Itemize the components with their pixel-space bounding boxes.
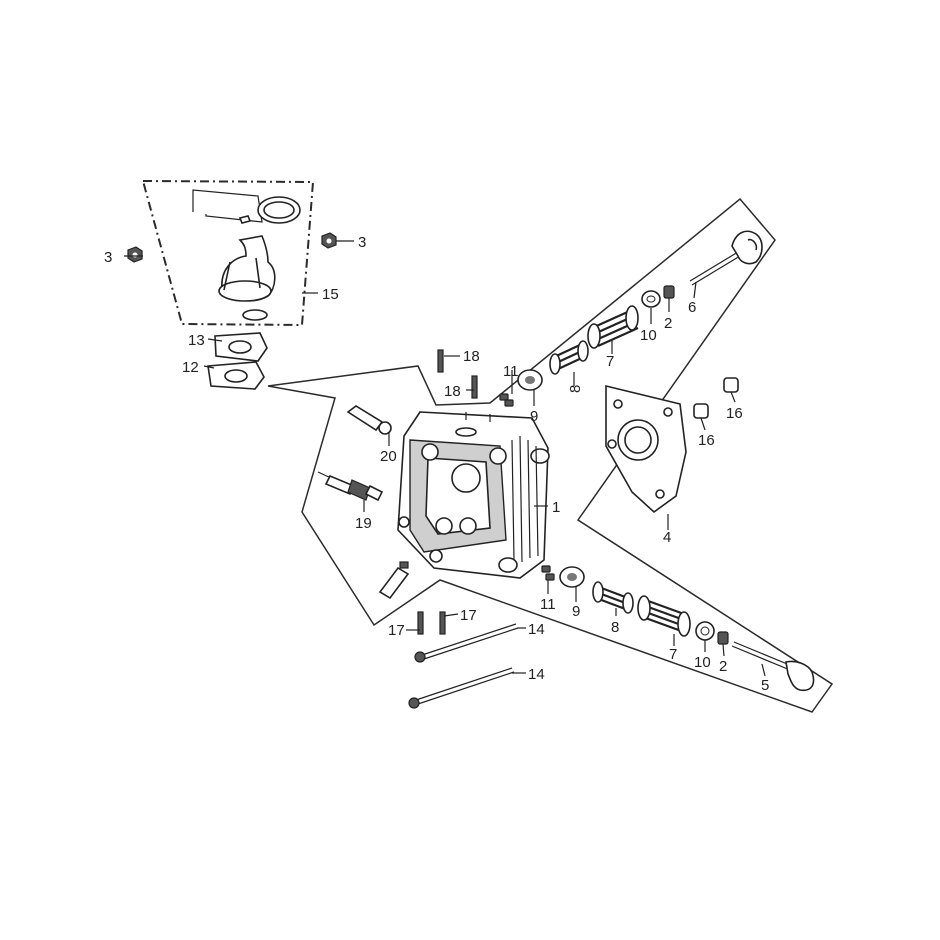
intake-manifold-assembly bbox=[192, 189, 301, 321]
callout-9-upper: 9 bbox=[530, 408, 538, 425]
intake-group-dashed-outline bbox=[142, 180, 315, 327]
dowel-pin-16-a bbox=[723, 377, 739, 393]
valve-seal-2-upper bbox=[663, 285, 675, 299]
callout-3-right: 3 bbox=[358, 234, 366, 251]
long-bolt-14-lower bbox=[408, 667, 515, 709]
callout-2-lower: 2 bbox=[719, 658, 727, 675]
stud-18-a bbox=[437, 349, 444, 373]
intake-manifold-pipe bbox=[223, 257, 261, 291]
dowel-pin-16-b bbox=[693, 403, 709, 419]
retainer-9-upper bbox=[517, 369, 543, 391]
callout-15: 15 bbox=[322, 286, 339, 303]
callout-17-b: 17 bbox=[460, 607, 477, 624]
inner-spring-8-upper bbox=[549, 340, 589, 375]
intake-valve-6 bbox=[689, 230, 763, 286]
callout-7-upper: 7 bbox=[606, 353, 614, 370]
outer-spring-7-upper bbox=[587, 305, 639, 349]
outer-spring-7-lower bbox=[637, 595, 691, 637]
callout-16-a: 16 bbox=[726, 405, 743, 422]
callout-11-lower: 11 bbox=[540, 596, 556, 613]
intake-gasket-13 bbox=[214, 332, 268, 362]
cylinder-head-group-outline bbox=[267, 197, 834, 713]
callout-14-lower: 14 bbox=[528, 666, 545, 683]
callout-11-upper: 11 bbox=[503, 363, 519, 380]
intake-manifold-flange bbox=[218, 280, 272, 302]
callout-8-upper: 8 bbox=[567, 385, 584, 393]
callout-1: 1 bbox=[552, 499, 560, 516]
callout-6: 6 bbox=[688, 299, 696, 316]
callout-3-left: 3 bbox=[104, 249, 112, 266]
intake-clamp-ring-inner bbox=[263, 201, 295, 219]
callout-13: 13 bbox=[188, 332, 205, 349]
callout-19: 19 bbox=[355, 515, 372, 532]
callout-labels: 3 3 15 13 12 18 18 11 9 8 7 10 2 6 1 16 … bbox=[104, 234, 769, 694]
stud-17-a bbox=[417, 611, 424, 635]
spring-seat-10-lower bbox=[695, 621, 715, 641]
callout-14-upper: 14 bbox=[528, 621, 545, 638]
breather-fitting bbox=[378, 561, 410, 600]
callout-18-a: 18 bbox=[463, 348, 480, 365]
retainer-9-lower bbox=[559, 566, 585, 588]
cotter-11-lower bbox=[541, 565, 555, 581]
callout-12: 12 bbox=[182, 359, 199, 376]
hose-clamp bbox=[238, 215, 252, 224]
callout-9-lower: 9 bbox=[572, 603, 580, 620]
spring-seat-10-upper bbox=[641, 290, 661, 308]
callout-8-lower: 8 bbox=[611, 619, 619, 636]
flange-nut-left bbox=[127, 246, 143, 263]
flange-nut-right bbox=[321, 232, 337, 249]
exhaust-valve-5 bbox=[731, 641, 815, 692]
callout-17-a: 17 bbox=[388, 622, 405, 639]
stud-18-b bbox=[471, 375, 478, 399]
inner-spring-8-lower bbox=[592, 581, 634, 614]
cylinder-head-gasket bbox=[605, 384, 687, 514]
callout-4: 4 bbox=[663, 529, 671, 546]
insulator-12 bbox=[207, 361, 265, 390]
leader-lines bbox=[124, 240, 766, 677]
callout-5: 5 bbox=[761, 677, 769, 694]
spark-plug-19 bbox=[317, 471, 384, 502]
intake-oring bbox=[242, 309, 268, 321]
valve-seal-2-lower bbox=[717, 631, 729, 645]
cotter-11-upper bbox=[499, 393, 514, 407]
callout-2-upper: 2 bbox=[664, 315, 672, 332]
temperature-sensor-20 bbox=[346, 405, 392, 435]
callout-16-b: 16 bbox=[698, 432, 715, 449]
callout-18-b: 18 bbox=[444, 383, 461, 400]
callout-10-upper: 10 bbox=[640, 327, 657, 344]
callout-20: 20 bbox=[380, 448, 397, 465]
callout-7-lower: 7 bbox=[669, 646, 677, 663]
long-bolt-14-upper bbox=[414, 623, 519, 663]
vacuum-hose bbox=[192, 189, 263, 223]
cylinder-head bbox=[397, 411, 550, 579]
stud-17-b bbox=[439, 611, 446, 635]
callout-10-lower: 10 bbox=[694, 654, 711, 671]
group-outlines bbox=[142, 180, 834, 713]
